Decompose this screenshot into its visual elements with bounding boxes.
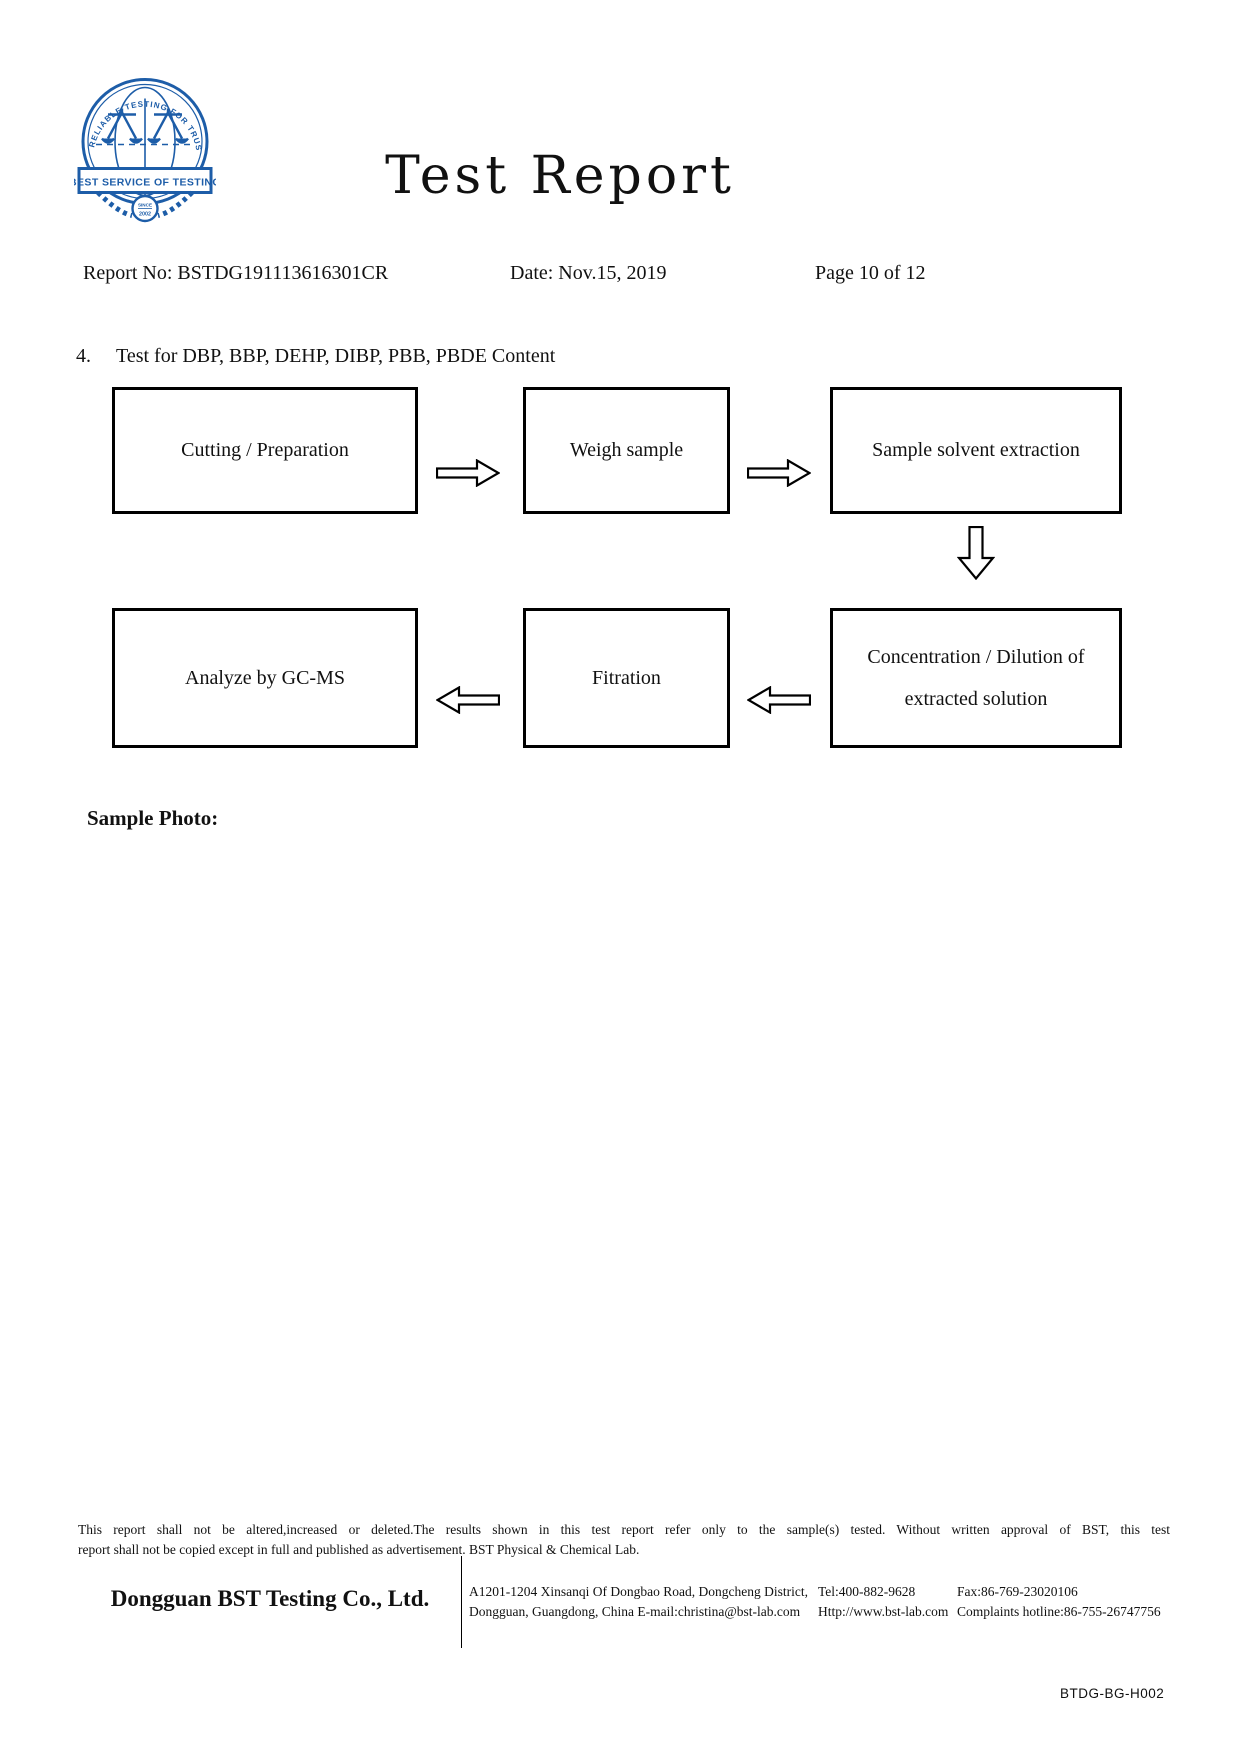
logo-emblem-icon: A RELIABLE TESTING FOR TRUST BEST SERVIC… bbox=[69, 70, 221, 223]
flow-box-weigh: Weigh sample bbox=[523, 387, 730, 514]
website-label: Http://www.bst-lab.com bbox=[818, 1604, 949, 1619]
page-indicator: Page 10 of 12 bbox=[815, 262, 926, 284]
flow-box-filtration: Fitration bbox=[523, 608, 730, 748]
page-title: Test Report bbox=[385, 146, 735, 206]
since-year-text: 2002 bbox=[139, 212, 151, 218]
logo-wreath-icon bbox=[96, 190, 194, 218]
tel-label: Tel:400-882-9628 bbox=[818, 1584, 916, 1599]
logo-banner bbox=[77, 167, 213, 194]
arrow-down-icon bbox=[957, 526, 995, 580]
section-title: Test for DBP, BBP, DEHP, DIBP, PBB, PBDE… bbox=[116, 345, 556, 367]
arrow-left-icon bbox=[436, 686, 500, 714]
flow-box-weigh-label: Weigh sample bbox=[569, 439, 684, 461]
arrow-right-icon bbox=[747, 459, 811, 487]
logo-banner-text: BEST SERVICE OF TESTING bbox=[74, 177, 216, 189]
since-text: SINCE bbox=[138, 203, 152, 208]
flow-box-analyze-label: Analyze by GC-MS bbox=[185, 666, 345, 689]
flow-box-filtration-label: Fitration bbox=[592, 666, 661, 689]
report-number: Report No: BSTDG191113616301CR bbox=[83, 262, 389, 284]
sample-photo-label: Sample Photo: bbox=[87, 806, 219, 830]
arrow-right-icon bbox=[436, 459, 500, 487]
flow-box-analyze: Analyze by GC-MS bbox=[112, 608, 418, 748]
concentration-line-2: extracted solution bbox=[904, 688, 1048, 710]
company-name: Dongguan BST Testing Co., Ltd. bbox=[110, 1586, 430, 1611]
flow-box-concentration-label: Concentration / Dilution of extracted so… bbox=[867, 636, 1084, 720]
flow-box-cutting-label: Cutting / Preparation bbox=[181, 439, 349, 461]
report-date: Date: Nov.15, 2019 bbox=[510, 262, 667, 284]
arrow-left-icon bbox=[747, 686, 811, 714]
flow-box-cutting: Cutting / Preparation bbox=[112, 387, 418, 514]
disclaimer-text: This report shall not be altered,increas… bbox=[78, 1520, 1170, 1559]
flow-box-extraction: Sample solvent extraction bbox=[830, 387, 1122, 514]
section-number: 4. bbox=[76, 345, 91, 367]
logo-scales-icon bbox=[101, 108, 189, 144]
disclaimer-line-1: This report shall not be altered,increas… bbox=[78, 1522, 1170, 1537]
address-line-2: Dongguan, Guangdong, China E-mail:christ… bbox=[469, 1604, 801, 1619]
flow-box-extraction-label: Sample solvent extraction bbox=[872, 439, 1080, 461]
disclaimer-line-2: report shall not be copied except in ful… bbox=[78, 1541, 640, 1557]
concentration-line-1: Concentration / Dilution of bbox=[867, 646, 1085, 668]
address-line-1: A1201-1204 Xinsanqi Of Dongbao Road, Don… bbox=[469, 1584, 808, 1599]
fax-label: Fax:86-769-23020106 bbox=[957, 1584, 1078, 1599]
complaints-hotline-label: Complaints hotline:86-755-26747756 bbox=[957, 1604, 1161, 1619]
form-code: BTDG-BG-H002 bbox=[1060, 1686, 1165, 1701]
footer-divider bbox=[461, 1556, 462, 1648]
flow-box-concentration: Concentration / Dilution of extracted so… bbox=[830, 608, 1122, 748]
bst-logo: A RELIABLE TESTING FOR TRUST BEST SERVIC… bbox=[69, 70, 221, 229]
